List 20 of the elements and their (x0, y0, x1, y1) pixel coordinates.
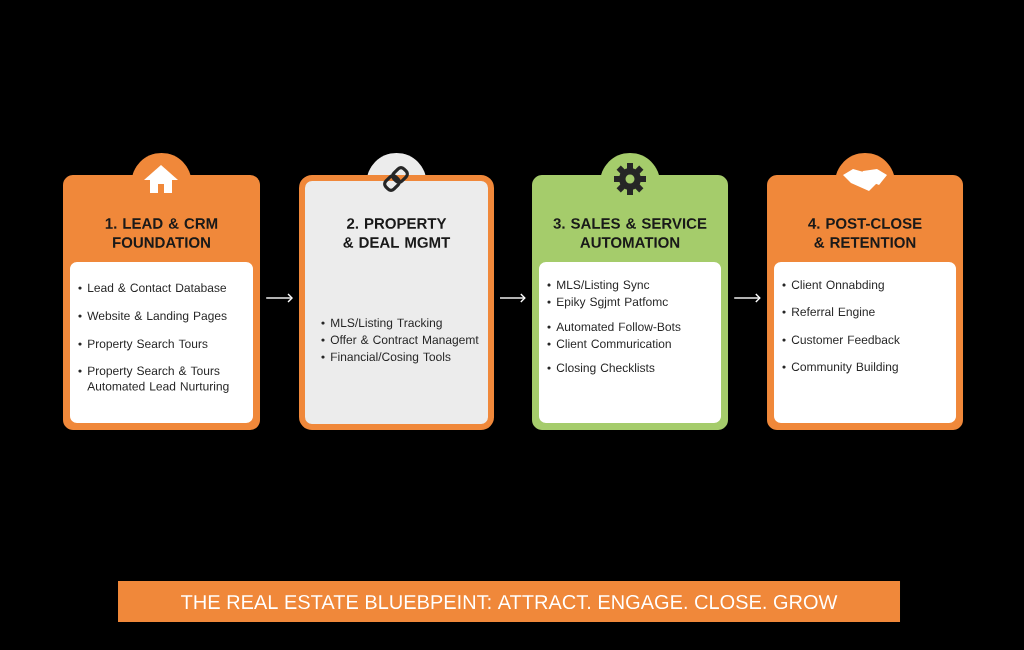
arrow (265, 293, 293, 303)
bullet-item: Referral Engine (782, 307, 875, 319)
arrow (499, 293, 526, 303)
bullet-item: Client Onnabding (782, 280, 884, 292)
bullet-item: MLS/Listing Sync (547, 280, 650, 292)
bullet-item: Lead & Contact Database (78, 283, 227, 292)
bullet-item: Epiky Sgjmt Patfomc (547, 297, 668, 309)
arrow (733, 293, 761, 303)
bullet-item: Client Commurication (547, 339, 671, 348)
bullet-item: Website & Landing Pages (78, 311, 227, 323)
bullet-item: Property Search & Tours Automated Lead Nurturing (78, 366, 229, 393)
bullet-item: Community Building (782, 362, 898, 374)
card-title: 3. SALES & SERVICE AUTOMATION (553, 218, 707, 248)
bullet-item: Automated Follow-Bots (547, 322, 681, 331)
bullet-item: Customer Feedback (782, 335, 900, 344)
bullet-item: Closing Checklists (547, 363, 655, 375)
card-title: 4. POST-CLOSE & RETENTION (808, 218, 922, 248)
title-banner: THE REAL ESTATE BLUEBPEINT: ATTRACT. ENGAGE. CLOSE. GROW (118, 581, 900, 622)
card-title: 1. LEAD & CRM FOUNDATION (105, 218, 218, 248)
bullet-item: Property Search Tours (78, 339, 208, 351)
